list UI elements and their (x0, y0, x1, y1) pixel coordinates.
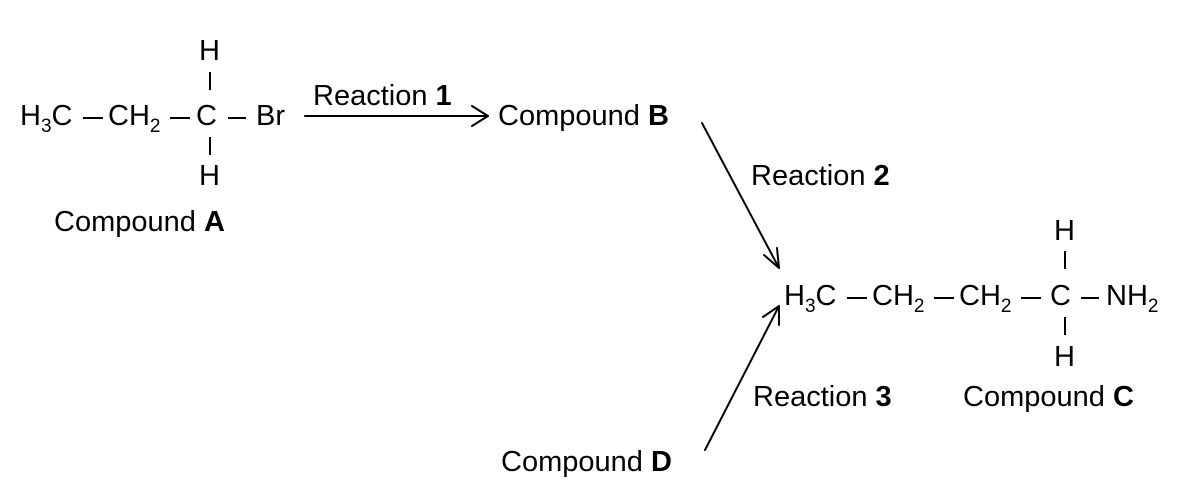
bond-a-bottom (209, 137, 211, 155)
reaction-1-label: Reaction 1 (313, 80, 452, 112)
bond-c-3 (1021, 297, 1041, 299)
compound-c-label: Compound C (963, 381, 1134, 413)
reaction-2-label: Reaction 2 (751, 160, 890, 192)
atom-amine: NH2 (1106, 280, 1159, 317)
compound-b-label: Compound B (498, 100, 669, 132)
atom-carbon: C (196, 100, 217, 132)
bond-c-top (1064, 251, 1066, 269)
bond-a-1 (83, 117, 103, 119)
compound-d-label: Compound D (501, 446, 672, 478)
atom-hydrogen-top: H (1054, 215, 1075, 247)
atom-bromine: Br (256, 100, 285, 132)
atom-methyl: H3C (784, 280, 837, 317)
bond-a-2 (170, 117, 190, 119)
reaction-2-arrow (701, 122, 780, 269)
compound-a-label: Compound A (54, 206, 225, 238)
atom-hydrogen-top: H (199, 35, 220, 67)
atom-carbon: C (1050, 280, 1071, 312)
bond-c-1 (847, 297, 867, 299)
bond-a-top (209, 72, 211, 90)
bond-a-3 (228, 117, 246, 119)
atom-methylene-1: CH2 (872, 280, 925, 317)
reaction-1-arrow (304, 105, 489, 127)
bond-c-bottom (1064, 317, 1066, 335)
atom-hydrogen-bottom: H (1054, 341, 1075, 373)
bond-c-4 (1081, 297, 1099, 299)
reaction-3-arrow (704, 305, 780, 451)
atom-methylene-2: CH2 (959, 280, 1012, 317)
atom-methyl: H3C (20, 100, 73, 137)
atom-methylene: CH2 (108, 100, 161, 137)
bond-c-2 (934, 297, 954, 299)
reaction-3-label: Reaction 3 (753, 381, 892, 413)
atom-hydrogen-bottom: H (199, 160, 220, 192)
